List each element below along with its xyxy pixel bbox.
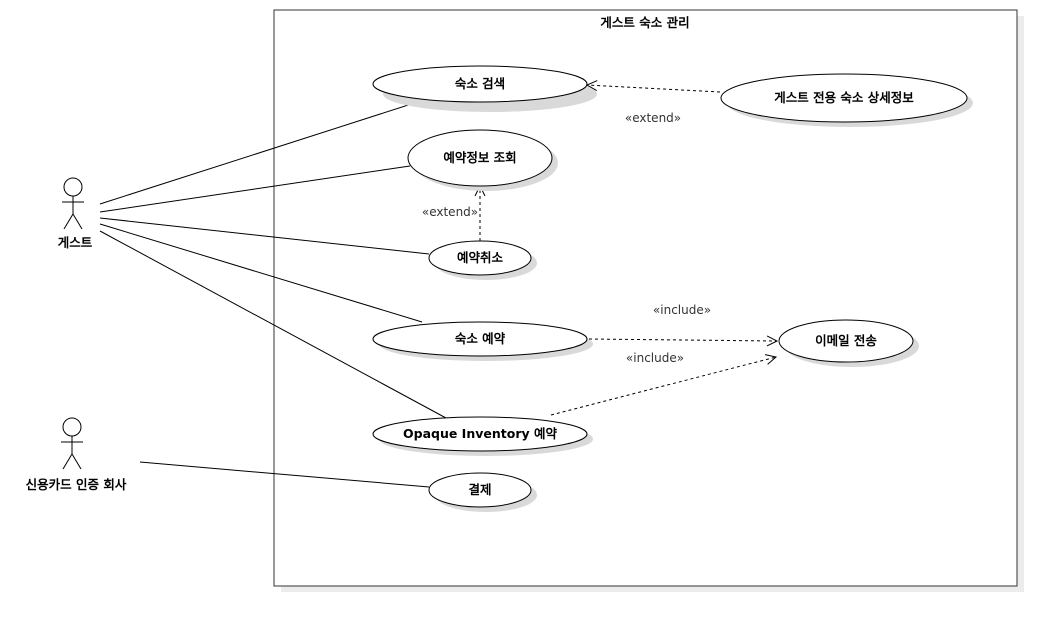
use-case-cancel[interactable]: 예약취소 (428, 240, 537, 280)
stick-figure-icon (61, 417, 83, 470)
use-case-label: 숙소 검색 (455, 76, 505, 91)
use-case-label: 이메일 전송 (815, 333, 877, 348)
association-guest-search (99, 98, 428, 205)
extend-label-cancel: «extend» (422, 205, 478, 219)
include-label-opaque: «include» (626, 351, 684, 365)
include-opaque-to-email (550, 357, 776, 416)
actor-guest[interactable]: 게스트 (58, 177, 93, 250)
actor-label: 게스트 (58, 235, 93, 250)
include-label-book: «include» (653, 303, 711, 317)
use-case-email[interactable]: 이메일 전송 (778, 319, 919, 367)
actor-card-company[interactable]: 신용카드 인증 회사 (26, 417, 127, 492)
association-guest-book (99, 223, 423, 323)
use-case-book[interactable]: 숙소 예약 (372, 321, 593, 361)
use-case-label: 예약정보 조회 (443, 150, 516, 165)
use-case-opaque[interactable]: Opaque Inventory 예약 (372, 416, 593, 456)
use-case-label: 결제 (468, 482, 491, 497)
actor-label: 신용카드 인증 회사 (26, 477, 127, 492)
use-case-search[interactable]: 숙소 검색 (372, 65, 597, 112)
extend-label-detail: «extend» (625, 111, 681, 125)
system-title: 게스트 숙소 관리 (600, 15, 689, 30)
use-case-view-reservation[interactable]: 예약정보 조회 (407, 129, 558, 191)
use-case-label: 숙소 예약 (455, 331, 506, 346)
stick-figure-icon (62, 177, 84, 230)
use-case-payment[interactable]: 결제 (428, 472, 537, 512)
use-case-label: 게스트 전용 숙소 상세정보 (774, 90, 914, 105)
association-guest-opaque (99, 230, 447, 419)
use-case-label: Opaque Inventory 예약 (403, 426, 557, 441)
use-case-label: 예약취소 (457, 250, 504, 265)
extend-detail-to-search (587, 85, 721, 93)
use-case-detail[interactable]: 게스트 전용 숙소 상세정보 (720, 73, 973, 127)
association-guest-cancel (99, 217, 430, 255)
association-guest-view-reservation (99, 165, 411, 213)
include-book-to-email (588, 339, 777, 341)
association-card-payment (139, 461, 430, 488)
